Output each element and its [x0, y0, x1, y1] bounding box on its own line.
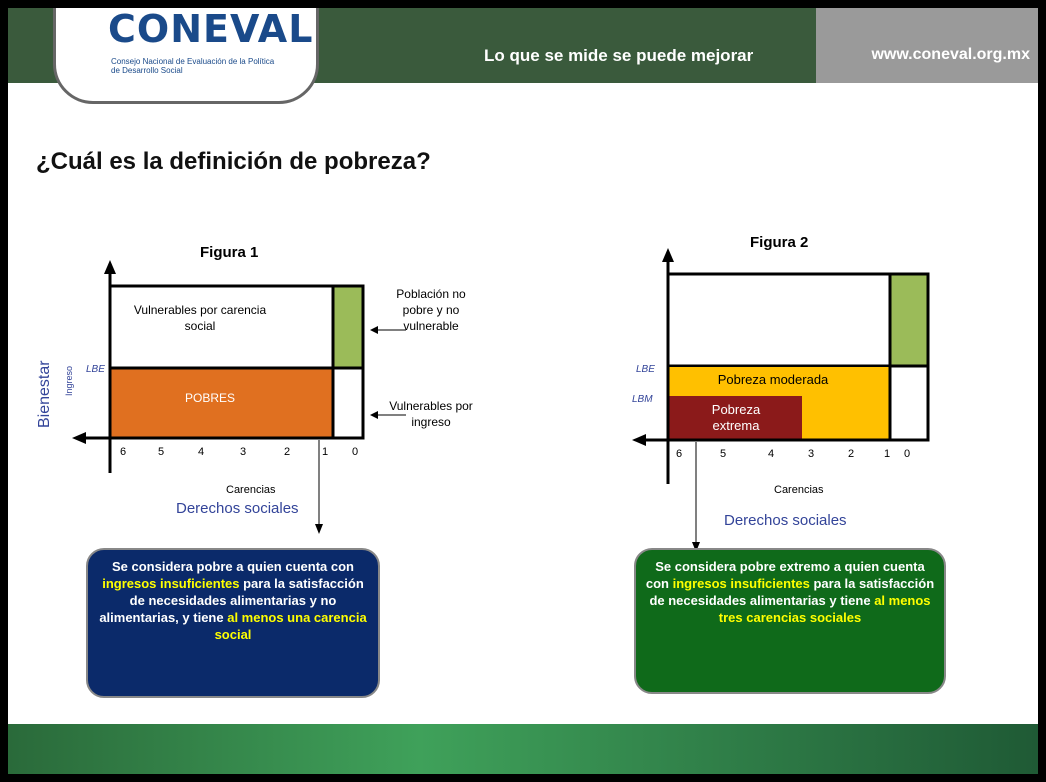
fig1-pobres-box	[108, 366, 335, 440]
fig1-no-pobre-label: Población no pobre y no vulnerable	[396, 287, 466, 333]
fig2-top-box	[666, 272, 892, 368]
footer-band	[8, 724, 1038, 774]
fig2-tick: 1	[884, 448, 891, 460]
fig1-vulnerables-carencia-label: Vulnerables por carencia social	[133, 303, 267, 333]
fig1-tick: 5	[158, 446, 165, 458]
fig2-callout-part1: Se considera pobre extremo a quien cuent…	[645, 559, 925, 591]
fig1-pobres-label: POBRES	[184, 391, 235, 405]
figure2-diagram	[632, 248, 930, 552]
fig2-right-box	[888, 364, 930, 442]
fig2-x-ticks: 6 5 4 3 2 1 0	[672, 448, 922, 462]
fig2-no-pobre-box	[888, 272, 930, 368]
header-url-panel	[816, 8, 1038, 83]
figure1-diagram	[72, 260, 406, 534]
fig1-vulnerables-ingreso-box	[331, 366, 365, 440]
fig1-tick: 6	[120, 446, 127, 458]
fig2-tick: 4	[768, 448, 775, 460]
fig2-callout: Se considera pobre extremo a quien cuent…	[634, 548, 946, 694]
figure2-title: Figura 2	[750, 234, 809, 251]
fig2-x-axis-sublabel: Carencias	[774, 484, 824, 496]
fig2-tick: 5	[720, 448, 727, 460]
fig1-callout-highlight1: ingresos insuficientes	[102, 576, 240, 591]
fig1-tick: 0	[352, 446, 359, 458]
fig2-callout-highlight2: al menos tres carencias sociales	[718, 593, 931, 625]
fig2-extrema-box	[668, 396, 802, 440]
fig2-tick: 0	[904, 448, 911, 460]
slide: Lo que se mide se puede mejorar www.cone…	[8, 8, 1038, 774]
fig2-tick: 3	[808, 448, 815, 460]
fig1-tick: 3	[240, 446, 247, 458]
fig2-tick: 2	[848, 448, 855, 460]
fig2-y-arrow-icon	[662, 248, 674, 262]
fig1-x-axis-sublabel: Carencias	[226, 484, 276, 496]
fig1-x-arrow-icon	[72, 432, 86, 444]
fig1-left-arrow-icon	[370, 326, 378, 334]
fig2-callout-highlight1: ingresos insuficientes	[672, 576, 810, 591]
header-url[interactable]: www.coneval.org.mx	[871, 46, 1030, 63]
fig2-moderada-label: Pobreza moderada	[717, 372, 829, 387]
fig1-x-ticks: 6 5 4 3 2 1 0	[116, 446, 366, 460]
fig1-tick: 2	[284, 446, 291, 458]
fig1-callout-highlight2: al menos una carencia social	[214, 610, 367, 642]
fig1-y-axis-sublabel: Ingreso	[64, 365, 74, 396]
fig1-vulnerables-ingreso-label: Vulnerables por ingreso	[389, 399, 473, 429]
logo-subtitle: Consejo Nacional de Evaluación de la Pol…	[111, 57, 275, 75]
fig1-callout-part2: para la satisfacción de necesidades alim…	[99, 576, 364, 625]
fig1-callout: Se considera pobre a quien cuenta con in…	[86, 548, 380, 698]
fig1-x-axis-label: Derechos sociales	[176, 500, 299, 517]
logo-tab: CONEVAL Consejo Nacional de Evaluación d…	[53, 8, 319, 104]
fig1-tick: 1	[322, 446, 329, 458]
header-tagline: Lo que se mide se puede mejorar	[484, 46, 754, 65]
fig2-x-axis-label: Derechos sociales	[724, 512, 847, 529]
coneval-logo: CONEVAL	[108, 8, 314, 51]
page-title: ¿Cuál es la definición de pobreza?	[36, 148, 431, 175]
fig2-x-arrow-icon	[632, 434, 646, 446]
fig2-extrema-label: Pobreza extrema	[711, 402, 761, 433]
fig1-tick: 4	[198, 446, 205, 458]
fig1-lbe-label: LBE	[86, 364, 105, 375]
fig1-left-arrow2-icon	[370, 411, 378, 419]
fig1-no-pobre-box	[331, 284, 365, 370]
fig2-lbm-label: LBM	[632, 394, 653, 405]
fig2-callout-part2: para la satisfacción de necesidades alim…	[649, 576, 935, 608]
fig1-callout-part1: Se considera pobre a quien cuenta con	[111, 559, 354, 574]
fig2-tick: 6	[676, 448, 683, 460]
fig1-down-arrow-icon	[315, 524, 323, 534]
fig1-y-axis-label: Bienestar	[36, 360, 53, 428]
fig2-down-arrow-icon	[692, 542, 700, 552]
figure1-title: Figura 1	[200, 244, 259, 261]
fig1-y-arrow-icon	[104, 260, 116, 274]
fig2-lbe-label: LBE	[636, 364, 655, 375]
